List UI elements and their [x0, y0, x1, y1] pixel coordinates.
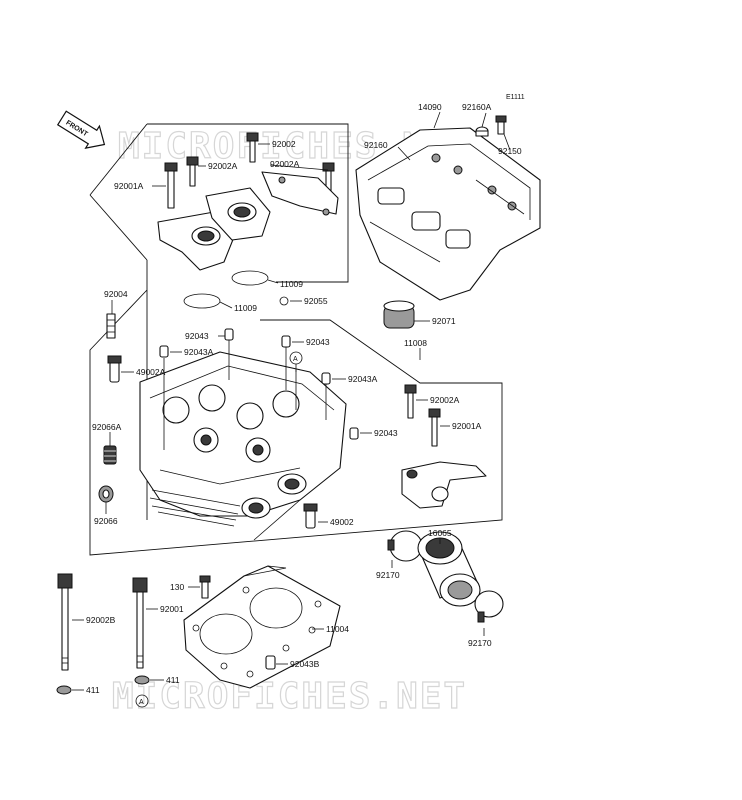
dowel-92043A-a	[159, 345, 169, 358]
clamp-92170-a	[387, 530, 423, 562]
callout-92043B: 92043B	[290, 659, 320, 669]
callout-14090: 14090	[418, 102, 442, 112]
washer-411-b	[134, 675, 150, 685]
washer-92066	[98, 485, 114, 503]
cam-holder-11008	[401, 461, 487, 509]
callout-411-b: 411	[166, 675, 180, 685]
cam-holder-middle	[205, 187, 271, 241]
callout-92043-c: 92043	[374, 428, 398, 438]
callout-92002A-top2: 92002A	[270, 159, 300, 169]
diagram-code: E1111	[506, 94, 525, 101]
callout-92170-b: 92170	[468, 638, 492, 648]
dowel-92043A-b	[321, 372, 331, 385]
o-ring-11009-b	[183, 293, 221, 309]
spring-92066A	[103, 445, 117, 465]
callout-130: 130	[170, 582, 184, 592]
head-gasket-11004	[183, 565, 341, 689]
bolt-92002-top	[246, 132, 259, 163]
callout-labels: 14090 92160A 92160 92150 92002 92002A 92…	[86, 102, 522, 695]
cylinder-head	[139, 340, 347, 527]
callout-11009-a: 11009	[280, 279, 303, 289]
cam-holder-group-box	[147, 123, 349, 283]
callout-92002A-top1: 92002A	[208, 161, 238, 171]
o-ring-92055	[279, 296, 289, 306]
cap-92160A	[475, 126, 489, 137]
callout-92150: 92150	[498, 146, 522, 156]
bolt-92001A-top	[164, 162, 178, 209]
callout-92160: 92160	[364, 140, 388, 150]
callout-92001A-top: 92001A	[114, 181, 144, 191]
callout-92002B: 92002B	[86, 615, 116, 625]
callout-92055: 92055	[304, 296, 328, 306]
dowel-92043-c	[349, 427, 359, 440]
callout-92004: 92004	[104, 289, 128, 299]
dowel-92043-b	[281, 335, 291, 348]
callout-411-a: 411	[86, 685, 100, 695]
callout-92066A: 92066A	[92, 422, 122, 432]
dowel-92043-a	[224, 328, 234, 341]
leader-lines	[72, 111, 511, 691]
bolt-92002B	[57, 573, 73, 671]
callout-92170-a: 92170	[376, 570, 400, 580]
intake-boot-16065	[417, 531, 481, 607]
clamp-92170-b	[474, 590, 504, 623]
callout-92066: 92066	[94, 516, 118, 526]
callout-92043A-b: 92043A	[348, 374, 378, 384]
callout-92043-b: 92043	[306, 337, 330, 347]
bolt-92002A-right	[404, 384, 417, 419]
callout-49002: 49002	[330, 517, 354, 527]
o-ring-11009-a	[231, 270, 269, 286]
callout-11004: 11004	[326, 624, 349, 634]
callout-11009-b: 11009	[234, 303, 257, 313]
bolt-92001A-right	[428, 408, 441, 447]
washer-411-a	[56, 685, 72, 695]
cylinder-head-cover	[355, 127, 541, 301]
reference-a-top-label: A	[293, 356, 298, 363]
stud-92004	[106, 313, 116, 339]
bolt-92001	[132, 577, 148, 669]
watermark-bottom: MICROFICHES.NET	[112, 676, 467, 717]
callout-16065: 16065	[428, 528, 452, 538]
plug-49002A	[107, 355, 122, 383]
plug-49002	[303, 503, 318, 529]
dowel-92043B	[265, 655, 276, 670]
reference-a-bottom-label: A	[139, 699, 144, 706]
reference-marker-a-bottom: A	[135, 694, 149, 708]
cam-holder-right	[261, 171, 339, 216]
callout-92002-top: 92002	[272, 139, 296, 149]
callout-11008: 11008	[404, 338, 427, 348]
bolt-130	[199, 575, 211, 599]
callout-92160A: 92160A	[462, 102, 492, 112]
reference-marker-a-top: A	[289, 351, 303, 365]
cylinder-head-group-box	[89, 289, 503, 556]
bolt-92002A-top1	[186, 156, 199, 187]
callout-49002A: 49002A	[136, 367, 166, 377]
callout-92071: 92071	[432, 316, 456, 326]
callout-92001: 92001	[160, 604, 184, 614]
plug-92071	[383, 300, 415, 329]
callout-92043-a: 92043	[185, 331, 209, 341]
callout-92043A-a: 92043A	[184, 347, 214, 357]
bolt-92150	[495, 115, 507, 135]
callout-92001A-right: 92001A	[452, 421, 482, 431]
callout-92002A-right: 92002A	[430, 395, 460, 405]
front-arrow-icon: FRONT	[56, 110, 106, 149]
